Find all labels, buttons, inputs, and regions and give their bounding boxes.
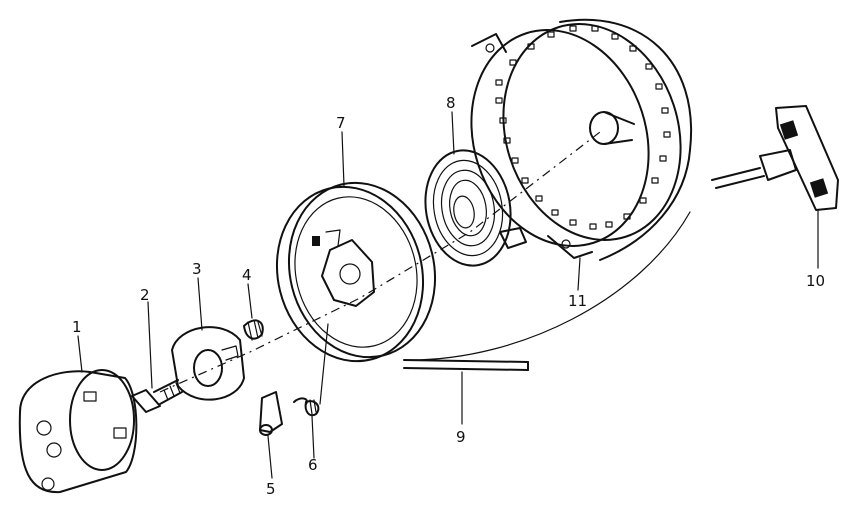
callout-3: 3 <box>192 260 202 278</box>
callout-9: 9 <box>456 428 466 446</box>
leader-7 <box>341 131 345 187</box>
part-9-rope <box>403 359 529 371</box>
leader-8 <box>451 111 455 155</box>
part-10-handle <box>711 105 839 211</box>
part-8-recoil-spring <box>424 149 527 267</box>
callout-5: 5 <box>266 480 276 498</box>
leader-6-to-pulley <box>319 323 329 405</box>
rope-path-line <box>409 211 691 361</box>
leader-1 <box>77 335 83 373</box>
callout-2: 2 <box>140 286 150 304</box>
leader-5 <box>267 435 273 479</box>
part-5-pawl <box>259 391 283 436</box>
leader-3 <box>197 277 203 331</box>
part-11-housing <box>470 18 693 261</box>
callout-4: 4 <box>242 266 252 284</box>
leader-6 <box>311 415 315 459</box>
part-4-spring <box>243 319 264 341</box>
housing-vent-slots <box>495 25 671 230</box>
callout-1: 1 <box>72 318 82 336</box>
assembly-axis <box>159 131 601 393</box>
callout-10: 10 <box>806 272 825 290</box>
part-7-pulley <box>275 181 437 363</box>
part-1-starter-cup <box>18 369 138 494</box>
callout-7: 7 <box>336 114 346 132</box>
callout-8: 8 <box>446 94 456 112</box>
leader-2 <box>147 301 153 389</box>
part-3-friction-plate <box>171 326 245 401</box>
part-6-pawl-spring <box>293 397 320 417</box>
callout-6: 6 <box>308 456 318 474</box>
part-2-bolt <box>131 379 183 413</box>
leader-4 <box>247 283 253 319</box>
leader-11 <box>577 257 581 291</box>
leader-lines <box>77 111 819 479</box>
callout-11: 11 <box>568 292 587 310</box>
